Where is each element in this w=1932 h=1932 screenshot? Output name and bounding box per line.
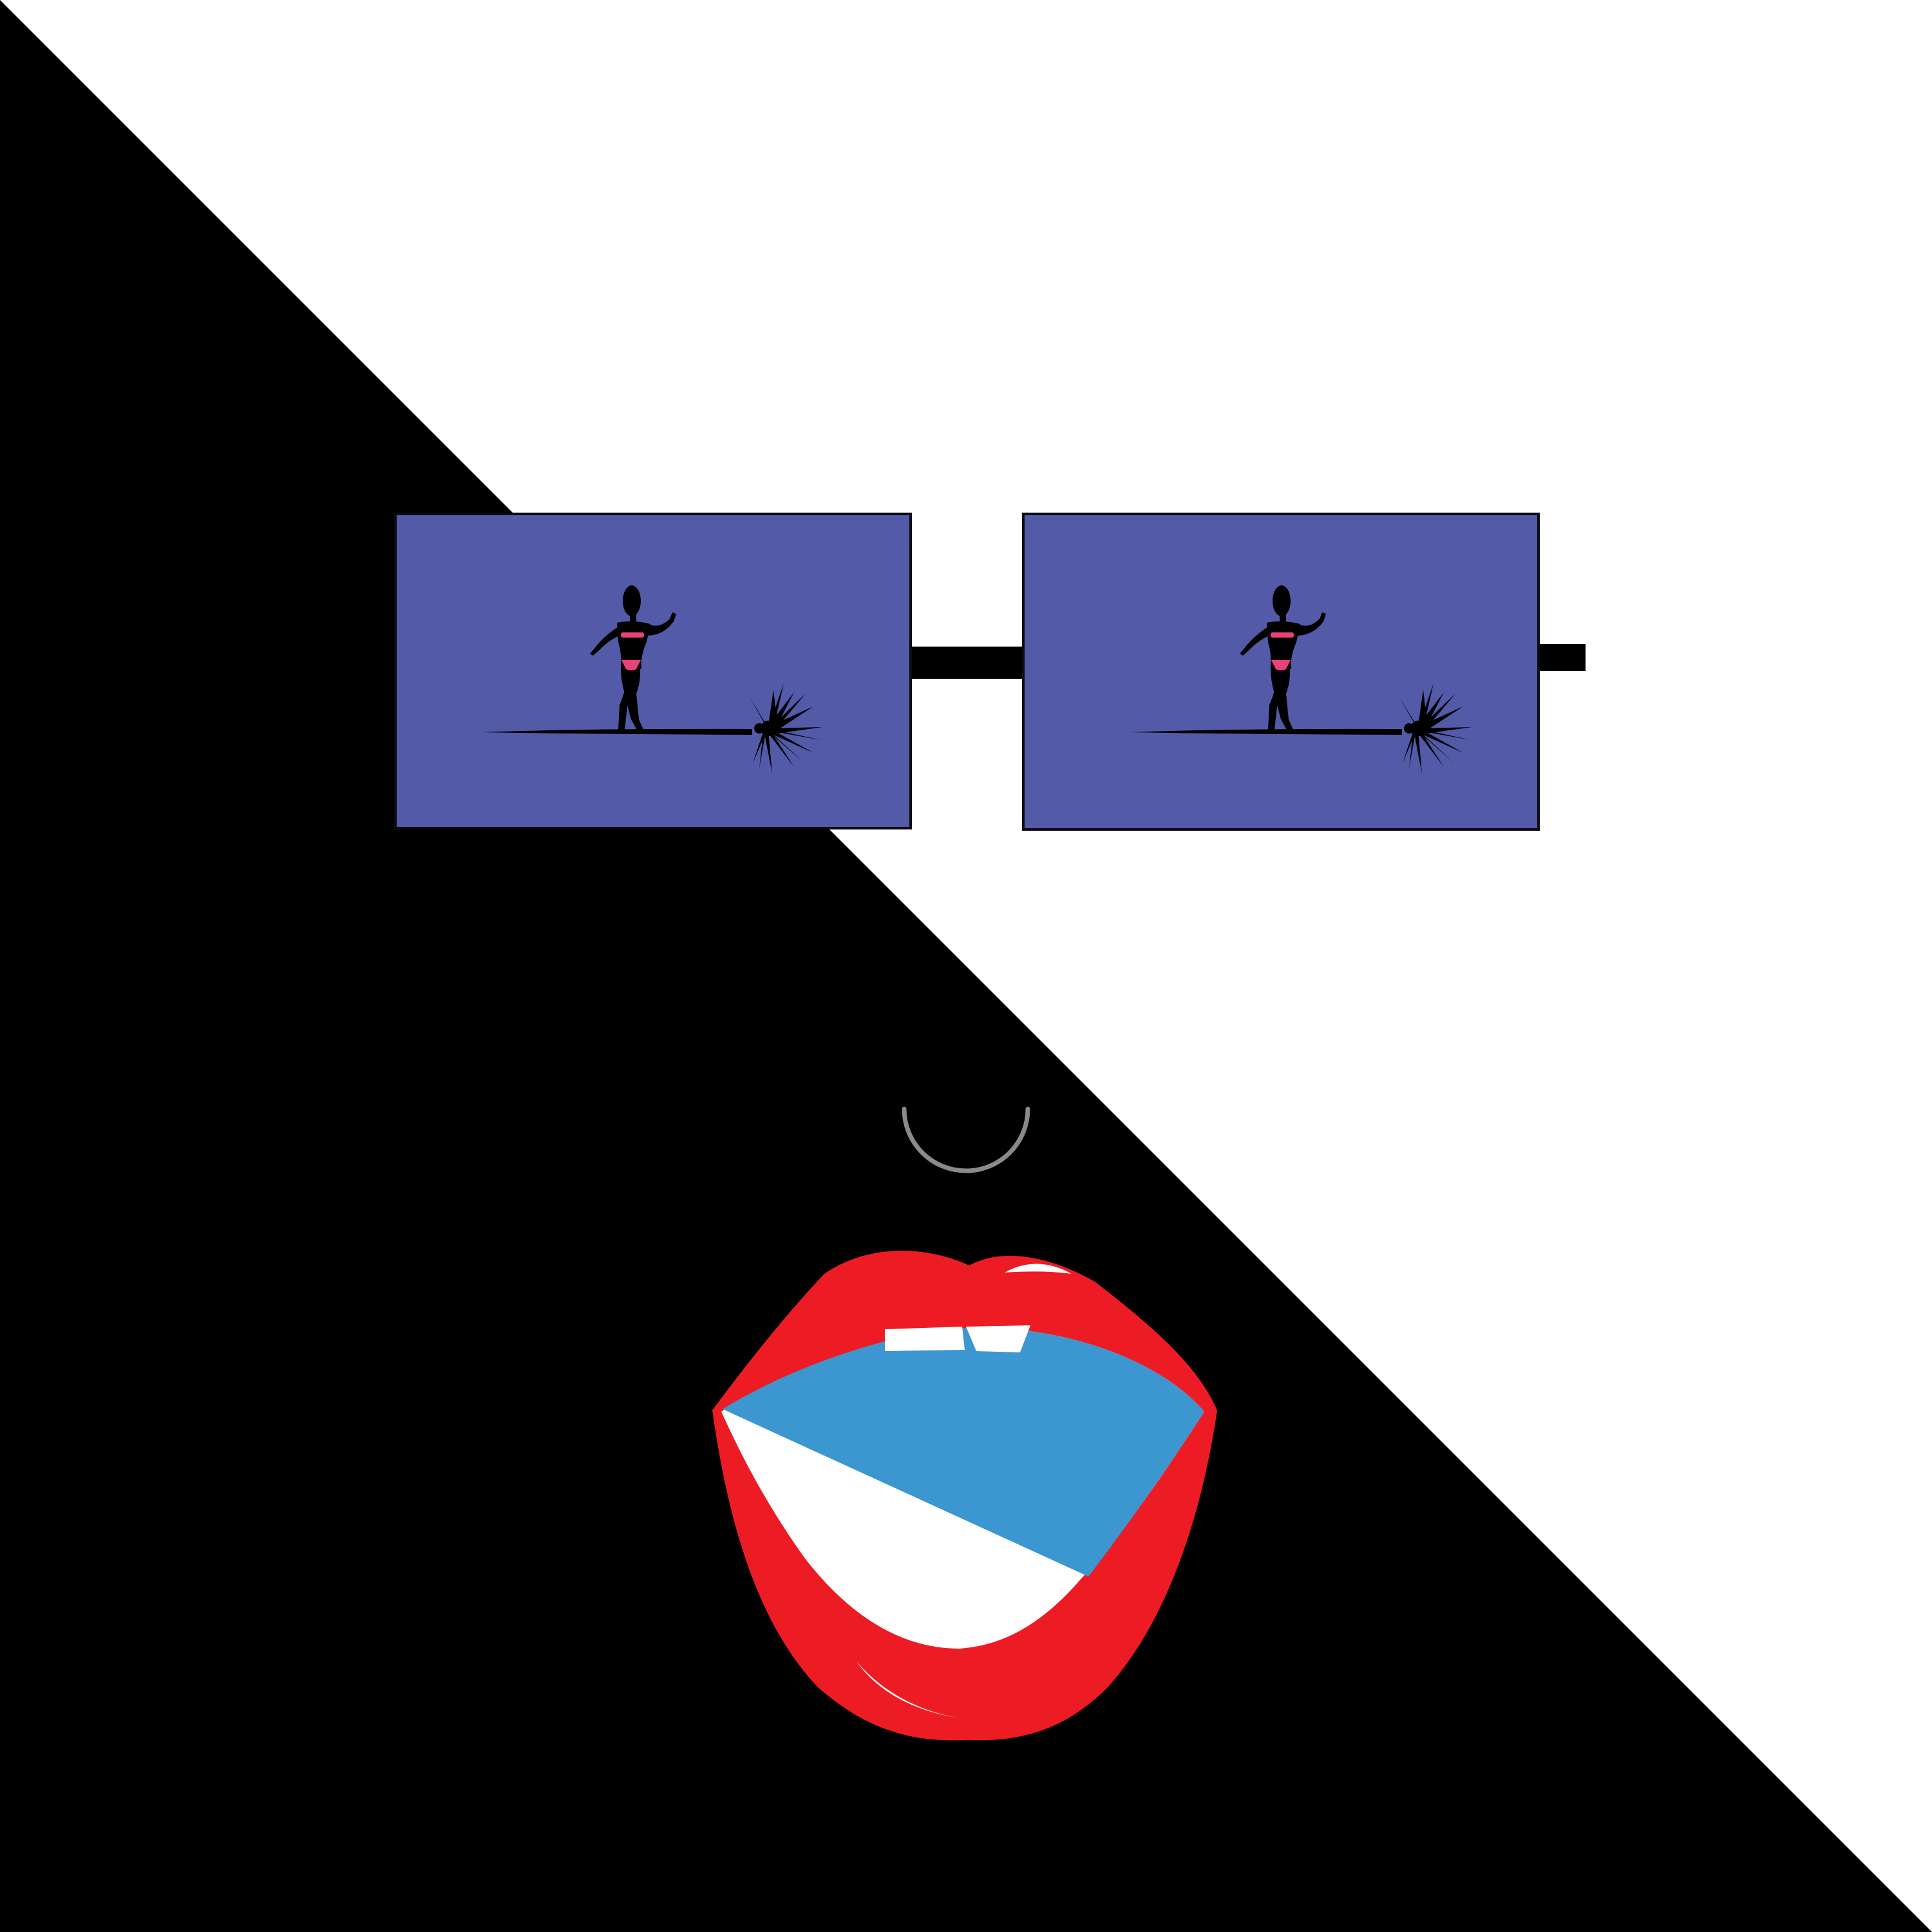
sunglasses-icon bbox=[394, 513, 1586, 831]
sunglasses-bridge bbox=[909, 647, 1024, 679]
lip-highlight-upper bbox=[1005, 1264, 1072, 1274]
tongue bbox=[723, 1327, 1204, 1577]
left-nostril bbox=[866, 1088, 913, 1114]
tooth-left bbox=[885, 1327, 965, 1351]
open-lips-icon bbox=[712, 1251, 1217, 1741]
right-nostril bbox=[1024, 1088, 1069, 1114]
right-lens bbox=[1022, 513, 1540, 831]
nose-ring-icon bbox=[866, 1088, 1069, 1173]
sunglasses-temple-arm bbox=[1539, 644, 1586, 671]
nose-ring bbox=[902, 1106, 1030, 1173]
left-lens bbox=[394, 513, 912, 829]
tooth-right bbox=[966, 1325, 1030, 1352]
